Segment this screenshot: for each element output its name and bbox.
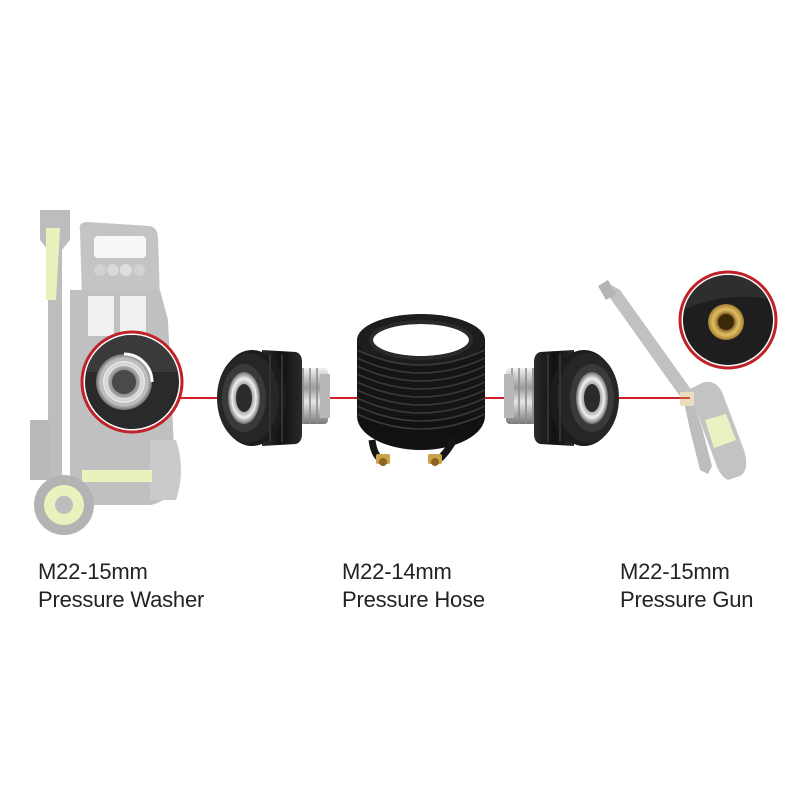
- m22-adapter-image-right: [504, 350, 619, 446]
- gun-inlet-inset: [678, 270, 778, 370]
- caption-size: M22-15mm: [620, 559, 730, 584]
- coiled-hose-image: [356, 314, 486, 466]
- caption-pressure-washer: M22-15mm Pressure Washer: [38, 558, 204, 614]
- caption-label: Pressure Washer: [38, 587, 205, 612]
- caption-pressure-hose: M22-14mm Pressure Hose: [342, 558, 485, 614]
- caption-pressure-gun: M22-15mm Pressure Gun: [620, 558, 754, 614]
- caption-size: M22-15mm: [38, 559, 148, 584]
- washer-outlet-inset: [80, 330, 184, 434]
- spray-gun-image: [598, 280, 747, 480]
- caption-label: Pressure Hose: [342, 587, 485, 612]
- m22-adapter-image: [217, 350, 330, 446]
- caption-size: M22-14mm: [342, 559, 452, 584]
- caption-label: Pressure Gun: [620, 587, 754, 612]
